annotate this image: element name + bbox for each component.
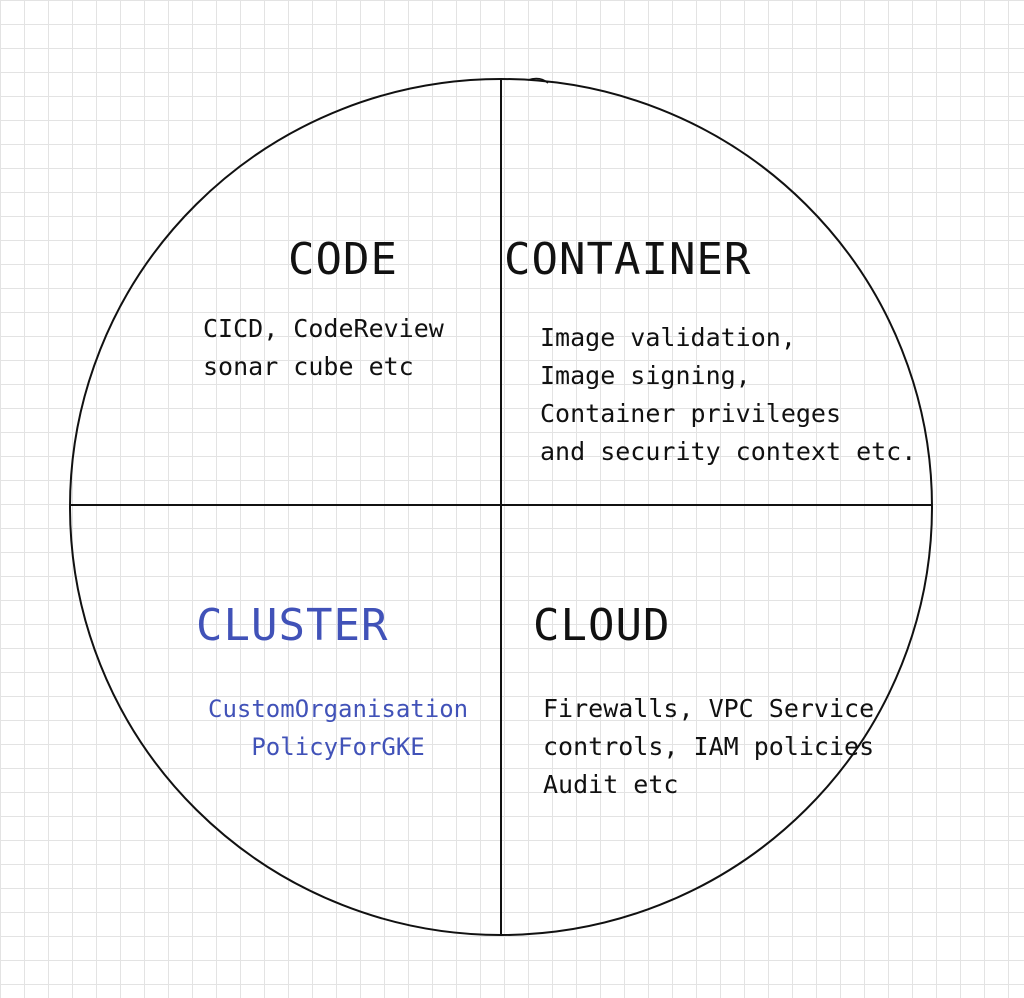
container-line-3: Container privileges [540, 399, 842, 428]
code-description: CICD, CodeReview sonar cube etc [203, 310, 444, 386]
container-description: Image validation, Image signing, Contain… [540, 319, 916, 471]
container-line-2: Image signing, [540, 361, 751, 390]
cluster-description: CustomOrganisation PolicyForGKE [208, 690, 468, 766]
cluster-line-1: CustomOrganisation [208, 695, 469, 723]
cloud-line-3: Audit etc [543, 770, 679, 799]
cloud-description: Firewalls, VPC Service controls, IAM pol… [543, 690, 874, 804]
code-line-1: CICD, CodeReview [203, 314, 444, 343]
cluster-line-2: PolicyForGKE [251, 733, 425, 761]
cluster-heading: CLUSTER [196, 600, 389, 651]
circle-overlap-stroke [527, 77, 549, 84]
code-line-2: sonar cube etc [203, 352, 414, 381]
container-heading: CONTAINER [504, 234, 752, 285]
code-heading: CODE [288, 234, 398, 285]
cloud-line-2: controls, IAM policies [543, 732, 875, 761]
cloud-line-1: Firewalls, VPC Service [543, 694, 875, 723]
container-line-1: Image validation, [540, 323, 796, 352]
cloud-heading: CLOUD [533, 600, 671, 651]
container-line-4: and security context etc. [540, 437, 917, 466]
